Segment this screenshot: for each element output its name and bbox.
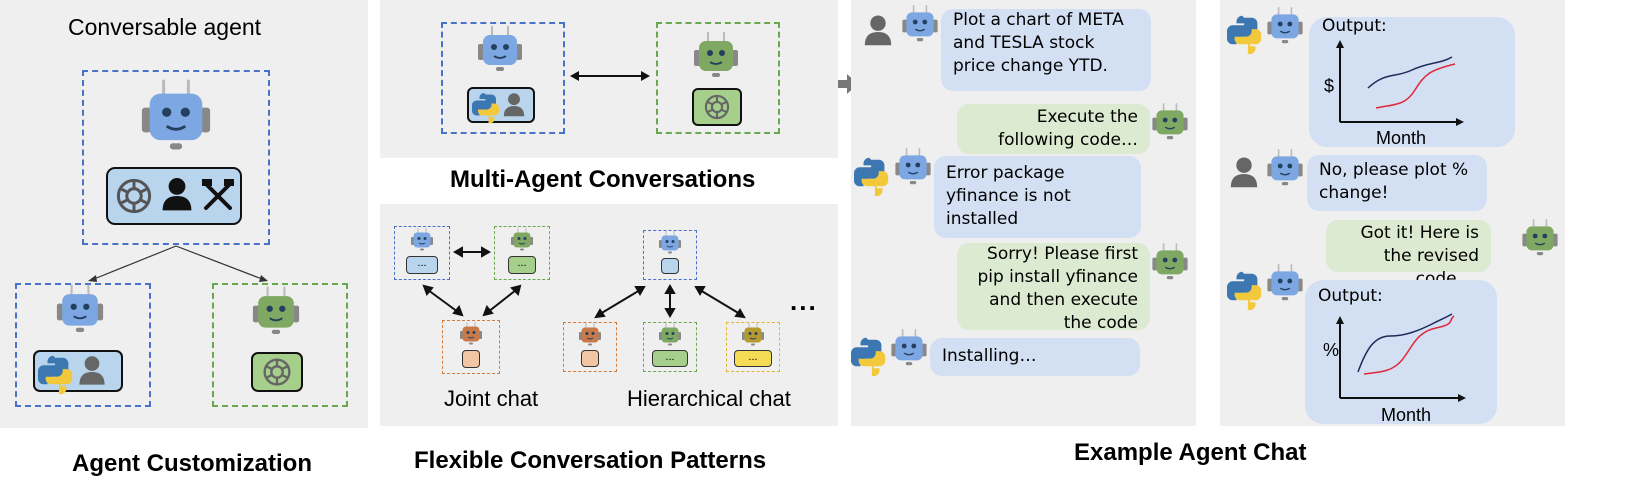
mini-box-orange [581, 350, 599, 367]
hierarchical-child-orange [563, 322, 617, 372]
hierarchical-child-green [643, 322, 697, 372]
chat-message-5: Installing… [930, 338, 1140, 376]
output-ylabel-1: $ [1324, 76, 1335, 96]
output-bubble-2 [1305, 280, 1497, 424]
python-human-agent-box [15, 283, 151, 407]
output-ylabel-2: % [1323, 340, 1340, 360]
output-xlabel-1: Month [1376, 128, 1427, 148]
joint-chat-arrows [422, 246, 522, 317]
mini-box-orange [462, 350, 480, 368]
bidirectional-arrow [570, 71, 650, 81]
conversable-agent-title: Conversable agent [68, 14, 262, 40]
hierarchical-chat-arrows [594, 283, 746, 319]
tools-icon [202, 179, 234, 210]
llm-box [692, 88, 742, 126]
mini-box-blue: ... [406, 256, 438, 274]
ellipsis: ... [790, 286, 818, 316]
multi-agent-left-box [441, 22, 565, 134]
mini-box-green: ... [652, 350, 688, 367]
multi-agent-right-box [656, 22, 780, 134]
output-chart-1 [1336, 40, 1464, 126]
mini-box-green: ... [508, 256, 536, 274]
mini-box-yellow: ... [734, 350, 772, 367]
joint-agent-a [394, 226, 450, 280]
python-human-box [467, 87, 535, 123]
chat-message-2: Execute the following code… [957, 104, 1150, 154]
caption-agent-customization: Agent Customization [72, 450, 312, 477]
joint-agent-c [442, 320, 500, 374]
caption-flexible-patterns: Flexible Conversation Patterns [414, 447, 767, 474]
hierarchical-chat-label: Hierarchical chat [627, 386, 791, 411]
python-human-box [33, 350, 123, 392]
output-label-2: Output: [1318, 286, 1383, 306]
caption-example-chat: Example Agent Chat [1074, 439, 1307, 466]
conversable-agent-box [82, 70, 270, 245]
hierarchical-child-yellow [726, 322, 780, 372]
hierarchical-root [643, 230, 697, 280]
chat-message-3: Error package yfinance is not installed [934, 156, 1141, 238]
caption-multi-agent: Multi-Agent Conversations [450, 166, 756, 193]
chat-message-6: No, please plot % change! [1307, 155, 1487, 211]
chat-message-4: Sorry! Please first pip install yfinance… [957, 243, 1150, 333]
multi-agent-panel [380, 0, 838, 158]
patterns-panel [380, 204, 838, 426]
chat-message-1: Plot a chart of META and TESLA stock pri… [941, 9, 1151, 91]
customization-arrows [88, 245, 268, 282]
joint-chat-label: Joint chat [444, 386, 539, 411]
output-label-1: Output: [1322, 16, 1387, 36]
joint-agent-b [494, 226, 550, 280]
output-bubble-1 [1309, 17, 1515, 147]
output-chart-2 [1336, 313, 1466, 402]
llm-agent-box [212, 283, 348, 407]
output-xlabel-2: Month [1381, 405, 1432, 425]
mini-box-blue [661, 258, 679, 274]
